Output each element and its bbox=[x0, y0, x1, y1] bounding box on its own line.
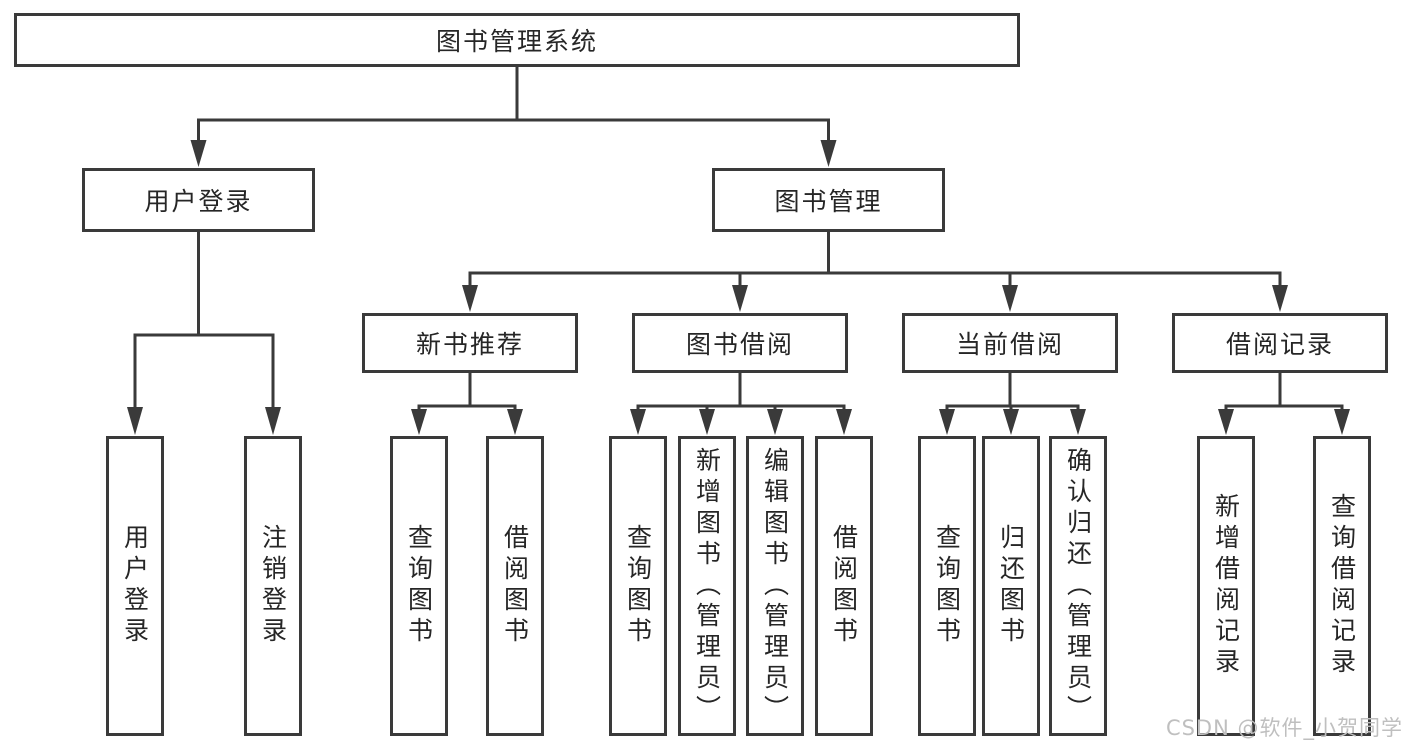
arrowhead-icon bbox=[939, 409, 955, 435]
connector-new-book-to-leaves bbox=[411, 373, 523, 435]
leaf-label: 确认归还（管理员） bbox=[1063, 446, 1093, 726]
watermark: CSDN @软件_小贺同学 bbox=[1165, 716, 1403, 740]
node-book-management: 图书管理 bbox=[712, 168, 945, 232]
connector-current-borrow-to-leaves bbox=[939, 373, 1086, 435]
leaf-query-books: 查询图书 bbox=[609, 436, 667, 736]
leaf-user-login: 用户登录 bbox=[106, 436, 164, 736]
arrowhead-icon bbox=[630, 409, 646, 435]
leaf-confirm-return-admin: 确认归还（管理员） bbox=[1049, 436, 1107, 736]
arrowhead-icon bbox=[127, 407, 143, 435]
connector-borrow-records-to-leaves bbox=[1218, 373, 1350, 435]
arrowhead-icon bbox=[1334, 409, 1350, 435]
arrowhead-icon bbox=[462, 285, 478, 312]
leaf-borrow-books: 借阅图书 bbox=[486, 436, 544, 736]
arrowhead-icon bbox=[1002, 285, 1018, 312]
node-book-borrow-label: 图书借阅 bbox=[685, 330, 794, 359]
node-book-management-label: 图书管理 bbox=[774, 187, 883, 216]
leaf-label: 新增借阅记录 bbox=[1211, 493, 1241, 679]
arrowhead-icon bbox=[190, 140, 207, 167]
node-book-borrow: 图书借阅 bbox=[632, 313, 848, 373]
leaf-label: 归还图书 bbox=[996, 524, 1026, 648]
leaf-add-books-admin: 新增图书（管理员） bbox=[678, 436, 736, 736]
leaf-query-books: 查询图书 bbox=[390, 436, 448, 736]
leaf-query-borrow-record: 查询借阅记录 bbox=[1313, 436, 1371, 736]
node-user-login: 用户登录 bbox=[82, 168, 315, 232]
node-root-label: 图书管理系统 bbox=[435, 27, 598, 56]
connector-book-borrow-to-leaves bbox=[630, 373, 852, 435]
arrowhead-icon bbox=[507, 409, 523, 435]
leaf-label: 编辑图书（管理员） bbox=[760, 446, 790, 726]
leaf-borrow-books: 借阅图书 bbox=[815, 436, 873, 736]
arrowhead-icon bbox=[836, 409, 852, 435]
node-current-borrow-label: 当前借阅 bbox=[955, 330, 1064, 359]
arrowhead-icon bbox=[1070, 409, 1086, 435]
leaf-label: 查询图书 bbox=[623, 524, 653, 648]
arrowhead-icon bbox=[699, 409, 715, 435]
leaf-label: 新增图书（管理员） bbox=[692, 446, 722, 726]
node-current-borrow: 当前借阅 bbox=[902, 313, 1118, 373]
connector-root-to-level2 bbox=[190, 67, 837, 167]
arrowhead-icon bbox=[1003, 409, 1019, 435]
node-new-book-recommend: 新书推荐 bbox=[362, 313, 578, 373]
arrowhead-icon bbox=[732, 285, 748, 312]
leaf-query-books: 查询图书 bbox=[918, 436, 976, 736]
leaf-label: 注销登录 bbox=[258, 524, 288, 648]
arrowhead-icon bbox=[820, 140, 837, 167]
node-root-system: 图书管理系统 bbox=[14, 13, 1020, 67]
leaf-label: 查询借阅记录 bbox=[1327, 493, 1357, 679]
leaf-label: 查询图书 bbox=[404, 524, 434, 648]
connector-book-mgmt-to-level3 bbox=[462, 232, 1288, 312]
arrowhead-icon bbox=[767, 409, 783, 435]
leaf-return-books: 归还图书 bbox=[982, 436, 1040, 736]
leaf-label: 查询图书 bbox=[932, 524, 962, 648]
leaf-add-borrow-record: 新增借阅记录 bbox=[1197, 436, 1255, 736]
node-borrow-records: 借阅记录 bbox=[1172, 313, 1388, 373]
node-borrow-records-label: 借阅记录 bbox=[1225, 330, 1334, 359]
leaf-label: 借阅图书 bbox=[829, 524, 859, 648]
leaf-label: 用户登录 bbox=[120, 524, 150, 648]
arrowhead-icon bbox=[265, 407, 281, 435]
node-new-book-recommend-label: 新书推荐 bbox=[415, 330, 524, 359]
arrowhead-icon bbox=[1272, 285, 1288, 312]
leaf-logout: 注销登录 bbox=[244, 436, 302, 736]
leaf-label: 借阅图书 bbox=[500, 524, 530, 648]
leaf-edit-books-admin: 编辑图书（管理员） bbox=[746, 436, 804, 736]
arrowhead-icon bbox=[1218, 409, 1234, 435]
node-user-login-label: 用户登录 bbox=[144, 187, 253, 216]
arrowhead-icon bbox=[411, 409, 427, 435]
connector-user-login-to-leaves bbox=[127, 232, 281, 435]
